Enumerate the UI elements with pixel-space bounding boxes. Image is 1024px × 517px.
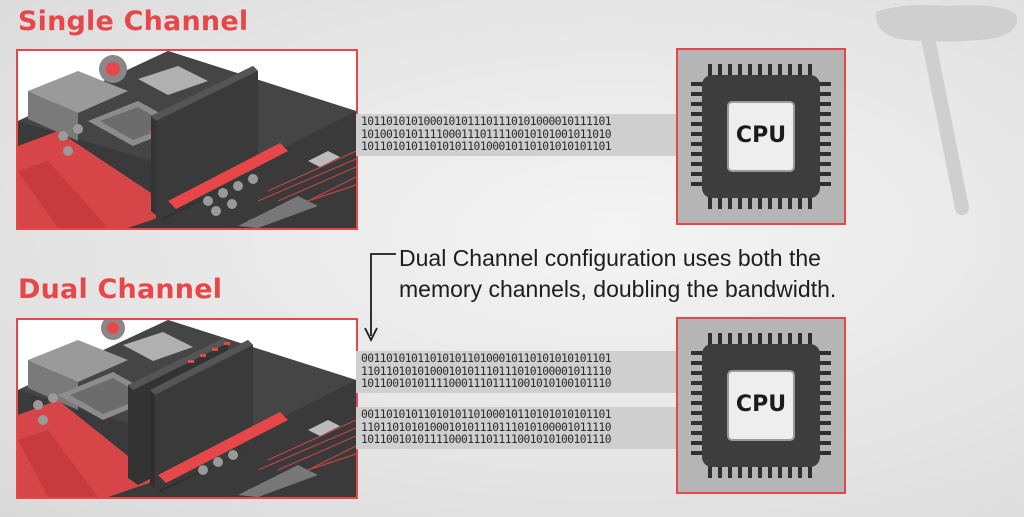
- dual-channel-cpu: CPU: [676, 317, 846, 494]
- cpu-chip-icon: [691, 333, 831, 478]
- annotation-arrow-icon: [364, 253, 396, 343]
- dual-channel-explanation: Dual Channel configuration uses both the…: [399, 243, 979, 305]
- single-channel-bitstream: 1011010101000101011101110101000010111101…: [361, 116, 673, 154]
- bit-row: 1101101010100010101110111010100001011110: [361, 364, 612, 378]
- dual-channel-title: Dual Channel: [18, 274, 223, 305]
- motherboard-icon: [18, 51, 356, 228]
- cpu-label: CPU: [735, 123, 787, 148]
- dual-channel-data-band-1: [356, 351, 676, 393]
- dual-channel-bitstream-2: 0011010101101010110100010110101010101101…: [361, 409, 673, 447]
- explanation-line-2: memory channels, doubling the bandwidth.: [399, 276, 837, 302]
- single-channel-data-band: [356, 114, 676, 156]
- single-channel-motherboard-illustration: [16, 49, 358, 230]
- bit-row: 1011001010111100011101111001010100101110: [361, 377, 612, 390]
- bit-row: 0011010101101010110100010110101010101101: [361, 353, 612, 365]
- bit-row: 1011010101000101011101110101000010111101: [361, 116, 612, 128]
- dual-channel-data-band-2: [356, 407, 676, 449]
- bit-row: 1011010101101010110100010110101010101101: [361, 140, 612, 153]
- dual-channel-motherboard-illustration: [16, 318, 358, 499]
- dual-channel-bitstream-1: 0011010101101010110100010110101010101101…: [361, 353, 673, 391]
- motherboard-icon: [18, 320, 356, 497]
- bit-row: 1010010101111000111011110010101001011010: [361, 127, 612, 141]
- single-channel-cpu: CPU: [676, 48, 846, 225]
- bit-row: 0011010101101010110100010110101010101101: [361, 409, 612, 421]
- single-channel-title: Single Channel: [18, 6, 249, 37]
- bit-row: 1101101010100010101110111010100001011110: [361, 420, 612, 434]
- explanation-line-1: Dual Channel configuration uses both the: [399, 245, 821, 271]
- cpu-label: CPU: [735, 392, 787, 417]
- bit-row: 1011001010111100011101111001010100101110: [361, 433, 612, 446]
- background-shape-decoration: [875, 4, 1018, 215]
- cpu-chip-icon: [691, 64, 831, 209]
